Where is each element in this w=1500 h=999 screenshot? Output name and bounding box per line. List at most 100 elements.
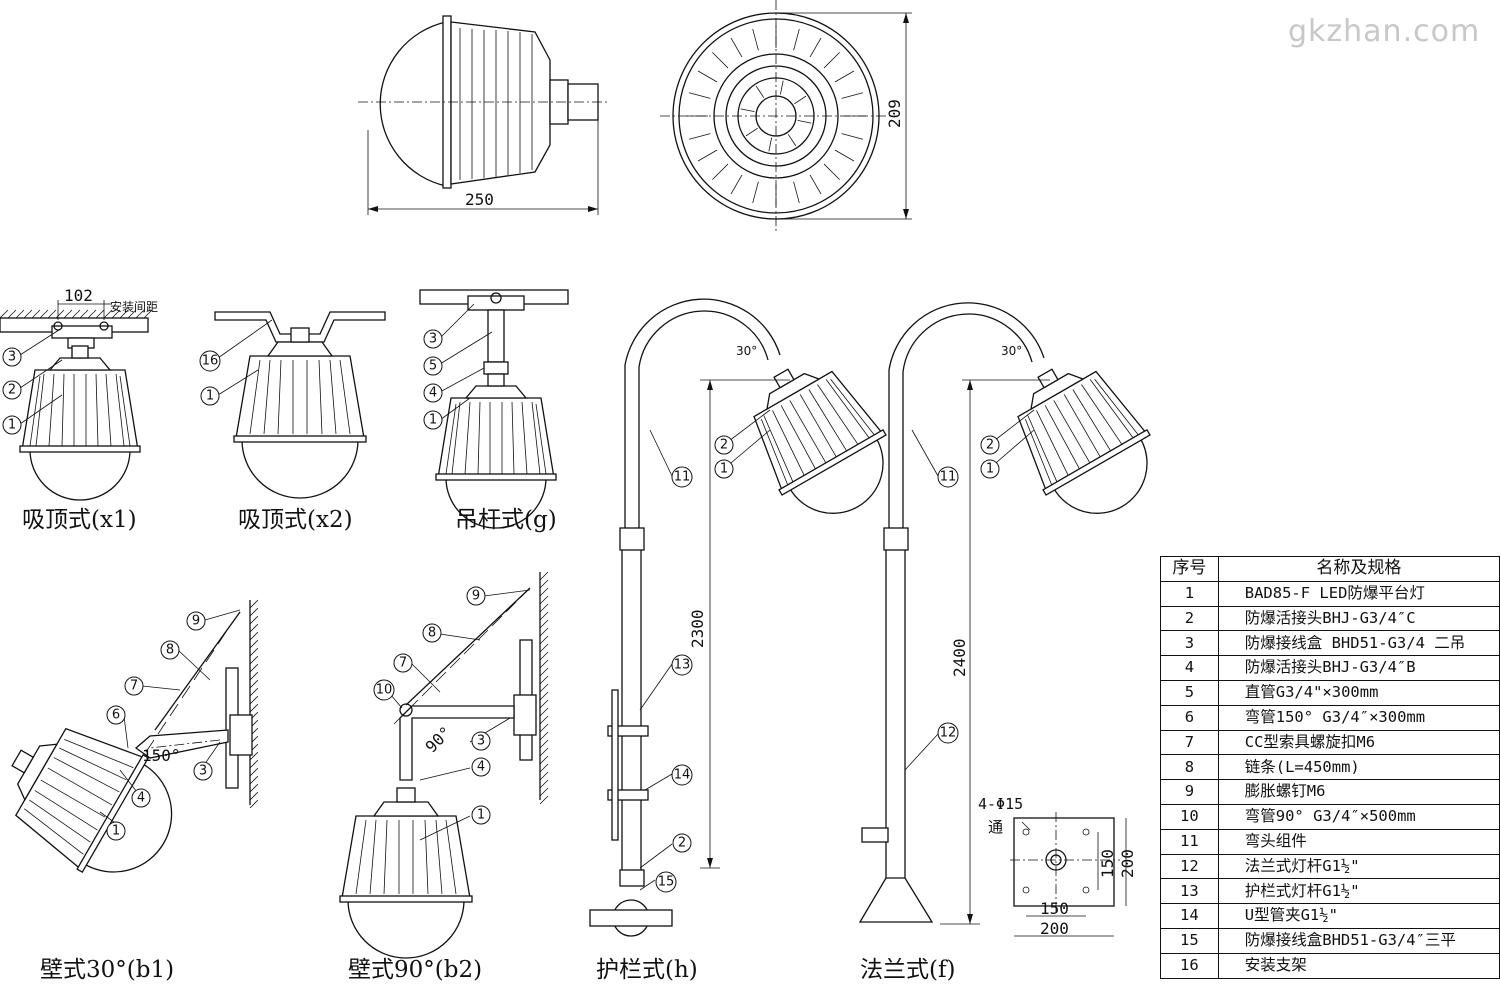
callout-x1-3: 3 [2, 347, 22, 367]
svg-text:1: 1 [206, 389, 214, 404]
part-name: 弯管90° G3/4″×500mm [1217, 803, 1500, 830]
svg-text:11: 11 [940, 470, 957, 485]
part-name: 防爆活接头BHJ-G3/4″B [1217, 655, 1500, 681]
dim-angle-h: 30° [736, 344, 758, 358]
mount-f [858, 302, 1175, 925]
callout-h-13: 13 [671, 654, 693, 676]
callout-b1-3: 3 [193, 761, 213, 781]
svg-text:3: 3 [8, 350, 16, 365]
caption-b2: 壁式90°(b2) [348, 957, 483, 983]
part-number: 8 [1160, 754, 1219, 781]
part-name: 弯头组件 [1217, 828, 1500, 855]
callout-b2-7: 7 [393, 653, 413, 673]
dim-overall-width: 250 [465, 190, 494, 209]
dim-through: 通 [988, 818, 1004, 836]
callout-f-1: 1 [980, 459, 1000, 479]
callout-b1-4: 4 [131, 788, 151, 808]
svg-text:1: 1 [720, 462, 728, 477]
dim-flange-height: 2400 [950, 638, 969, 677]
svg-text:3: 3 [429, 332, 437, 347]
part-name: 安装支架 [1217, 952, 1500, 979]
dim-flange-inner: 150 [1040, 899, 1069, 918]
part-name: BAD85-F LED防爆平台灯 [1217, 580, 1500, 607]
callout-g-1: 1 [423, 410, 443, 430]
dim-flange-outer-v: 200 [1118, 849, 1137, 878]
svg-text:16: 16 [202, 354, 219, 369]
part-name: U型管夹G1½" [1217, 903, 1500, 929]
callout-b1-1: 1 [106, 821, 126, 841]
callout-b1-8: 8 [160, 640, 180, 660]
caption-b1: 壁式30°(b1) [40, 957, 175, 983]
callout-h-2b: 2 [672, 833, 692, 853]
part-name: 防爆接线盒BHD51-G3/4″三平 [1217, 927, 1500, 954]
callout-b2-4: 4 [471, 757, 491, 777]
callout-b1-6: 6 [106, 705, 126, 725]
callout-b2-8: 8 [422, 623, 442, 643]
part-name: 直管G3/4"×300mm [1217, 679, 1500, 706]
svg-text:9: 9 [472, 589, 480, 604]
svg-text:3: 3 [199, 764, 207, 779]
dim-flange-outer: 200 [1040, 919, 1069, 938]
svg-text:12: 12 [940, 726, 957, 741]
callout-h-11: 11 [671, 466, 693, 488]
callout-g-3: 3 [423, 329, 443, 349]
part-number: 7 [1160, 729, 1219, 756]
part-name: 防爆接线盒 BHD51-G3/4 二吊 [1217, 630, 1500, 657]
mount-b2 [339, 571, 549, 959]
part-number: 2 [1160, 605, 1219, 632]
callout-b2-1: 1 [471, 805, 491, 825]
part-number: 16 [1160, 952, 1219, 979]
svg-text:8: 8 [166, 643, 174, 658]
callout-f-11: 11 [937, 466, 959, 488]
callout-h-15: 15 [655, 871, 677, 893]
part-name: 防爆活接头BHJ-G3/4″C [1217, 605, 1500, 632]
callout-f-12: 12 [937, 722, 959, 744]
part-number: 12 [1160, 853, 1219, 880]
dim-overall-height: 209 [885, 99, 904, 128]
parts-table-header: 序号 名称及规格 [1160, 556, 1500, 582]
watermark: gkzhan.com [1288, 14, 1481, 49]
part-number: 14 [1160, 903, 1219, 929]
callout-b2-9: 9 [466, 586, 486, 606]
side-view [358, 15, 610, 215]
svg-text:1: 1 [8, 418, 16, 433]
callout-x1-2: 2 [2, 380, 22, 400]
header-name: 名称及规格 [1217, 556, 1500, 582]
callout-b2-3: 3 [471, 731, 491, 751]
svg-text:9: 9 [192, 614, 200, 629]
caption-g: 吊杆式(g) [455, 507, 557, 533]
dim-mount-spacing-note: 安装间距 [110, 300, 159, 314]
dim-bolt-holes: 4-Φ15 [978, 795, 1024, 813]
callout-b1-9: 9 [186, 611, 206, 631]
dim-angle-150: 150° [142, 746, 181, 765]
dim-guardrail-height: 2300 [688, 609, 707, 648]
part-number: 6 [1160, 704, 1219, 731]
part-name: 膨胀螺钉M6 [1217, 779, 1500, 805]
mount-g [419, 289, 569, 529]
callout-f-2: 2 [980, 435, 1000, 455]
part-number: 3 [1160, 630, 1219, 657]
svg-text:13: 13 [674, 658, 691, 673]
mount-h [589, 298, 911, 937]
mount-x1 [0, 300, 153, 501]
header-no: 序号 [1160, 556, 1219, 582]
caption-x1: 吸顶式(x1) [22, 507, 137, 533]
callout-bubbles: 3 2 1 16 1 3 5 4 1 9 8 7 6 4 3 1 9 8 7 1… [2, 329, 1000, 893]
leader-lines [19, 303, 1035, 891]
svg-text:2: 2 [986, 438, 994, 453]
callout-x2-16: 16 [199, 350, 221, 372]
part-name: 弯管150° G3/4″×300mm [1217, 704, 1500, 731]
svg-text:8: 8 [428, 626, 436, 641]
svg-text:1: 1 [986, 462, 994, 477]
part-number: 5 [1160, 679, 1219, 706]
part-number: 9 [1160, 779, 1219, 805]
